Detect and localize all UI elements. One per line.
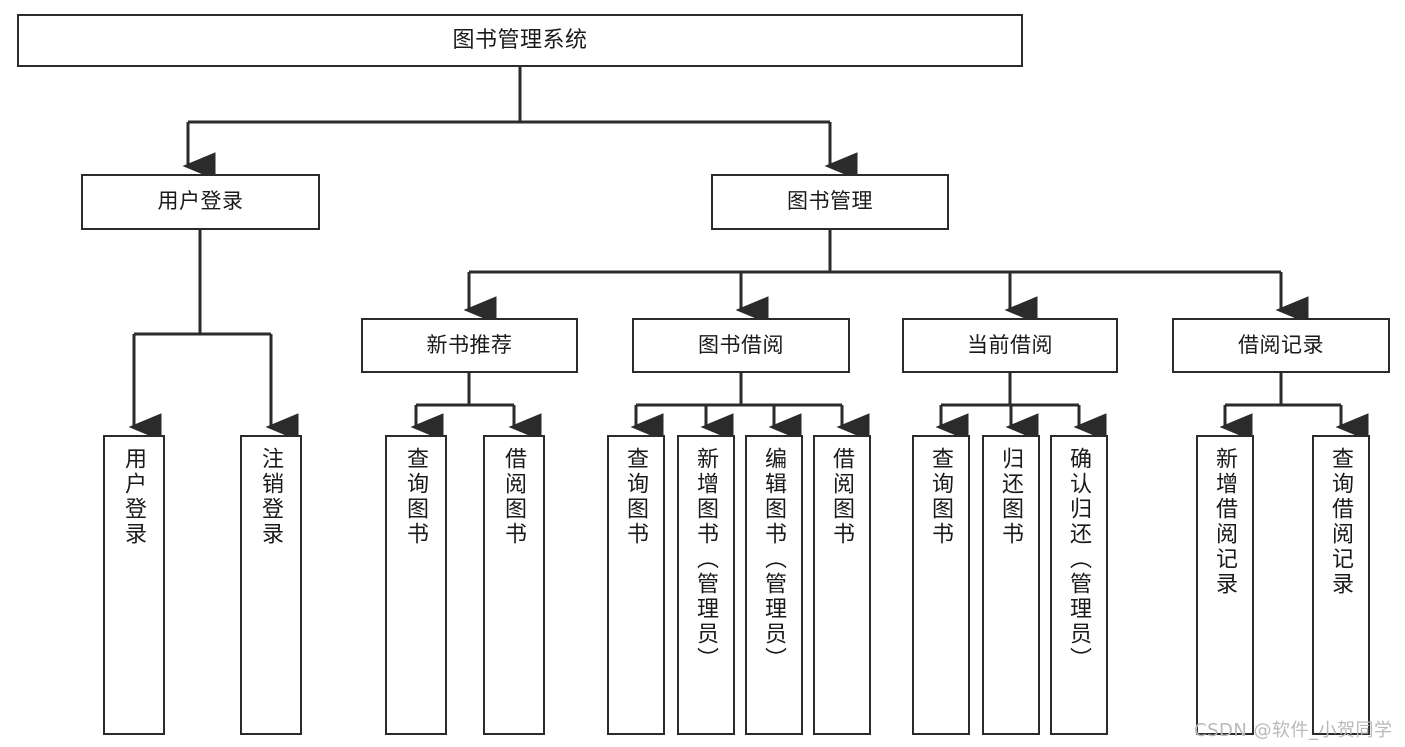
leaf-borrow-book-1-label: 借阅图书 [502, 447, 527, 547]
leaf-query-book-1[interactable]: 查询图书 [385, 435, 447, 735]
node-book-borrow-label: 图书借阅 [698, 333, 784, 357]
leaf-return-book[interactable]: 归还图书 [982, 435, 1040, 735]
leaf-query-book-3[interactable]: 查询图书 [912, 435, 970, 735]
leaf-query-record-label: 查询借阅记录 [1329, 447, 1354, 597]
leaf-return-book-label: 归还图书 [999, 447, 1024, 547]
leaf-query-book-3-label: 查询图书 [929, 447, 954, 547]
leaf-add-record[interactable]: 新增借阅记录 [1196, 435, 1254, 735]
leaf-borrow-book-1[interactable]: 借阅图书 [483, 435, 545, 735]
leaf-borrow-book-2[interactable]: 借阅图书 [813, 435, 871, 735]
node-borrow-record[interactable]: 借阅记录 [1172, 318, 1390, 373]
node-user-login-label: 用户登录 [157, 190, 244, 214]
leaf-query-book-2-label: 查询图书 [624, 447, 649, 547]
node-book-management[interactable]: 图书管理 [711, 174, 949, 230]
leaf-borrow-book-2-label: 借阅图书 [830, 447, 855, 547]
leaf-confirm-return-label: 确认归还（管理员） [1067, 447, 1092, 672]
leaf-add-book[interactable]: 新增图书（管理员） [677, 435, 735, 735]
leaf-edit-book[interactable]: 编辑图书（管理员） [745, 435, 803, 735]
leaf-query-book-1-label: 查询图书 [404, 447, 429, 547]
node-current-borrow[interactable]: 当前借阅 [902, 318, 1118, 373]
csdn-watermark: CSDN @软件_小贺同学 [1194, 720, 1393, 741]
node-book-borrow[interactable]: 图书借阅 [632, 318, 850, 373]
leaf-add-record-label: 新增借阅记录 [1213, 447, 1238, 597]
leaf-query-record[interactable]: 查询借阅记录 [1312, 435, 1370, 735]
leaf-user-login-label: 用户登录 [122, 447, 147, 547]
leaf-query-book-2[interactable]: 查询图书 [607, 435, 665, 735]
leaf-confirm-return[interactable]: 确认归还（管理员） [1050, 435, 1108, 735]
leaf-user-login[interactable]: 用户登录 [103, 435, 165, 735]
node-root[interactable]: 图书管理系统 [17, 14, 1023, 67]
node-new-book-recommend[interactable]: 新书推荐 [361, 318, 578, 373]
node-root-label: 图书管理系统 [452, 27, 588, 53]
node-borrow-record-label: 借阅记录 [1238, 333, 1324, 357]
leaf-edit-book-label: 编辑图书（管理员） [762, 447, 787, 672]
node-current-borrow-label: 当前借阅 [967, 333, 1053, 357]
leaf-add-book-label: 新增图书（管理员） [694, 447, 719, 672]
leaf-user-logout-label: 注销登录 [259, 447, 284, 547]
node-user-login[interactable]: 用户登录 [81, 174, 320, 230]
node-book-management-label: 图书管理 [787, 190, 873, 214]
leaf-user-logout[interactable]: 注销登录 [240, 435, 302, 735]
node-new-book-recommend-label: 新书推荐 [426, 333, 513, 357]
